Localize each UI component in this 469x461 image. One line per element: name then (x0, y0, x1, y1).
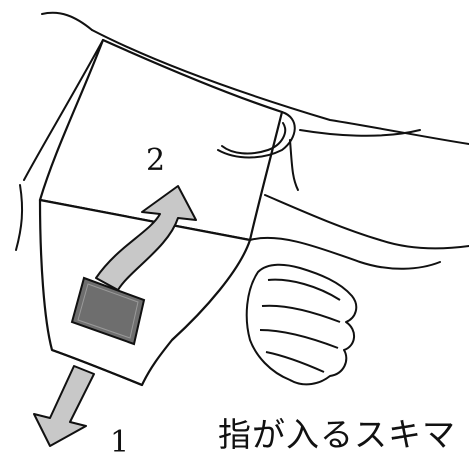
arrow-2 (95, 185, 197, 291)
cuff-panel (70, 276, 146, 346)
step-2-label: 2 (146, 143, 165, 178)
arrow-1 (33, 365, 95, 447)
hand (245, 263, 358, 386)
cuff-tube (217, 111, 421, 191)
arm-sleeve (15, 11, 469, 251)
caption-gap: 指が入るスキマ (218, 415, 456, 454)
forearm (249, 194, 469, 270)
step-1-label: 1 (110, 425, 129, 460)
cuff-lower (38, 198, 252, 387)
